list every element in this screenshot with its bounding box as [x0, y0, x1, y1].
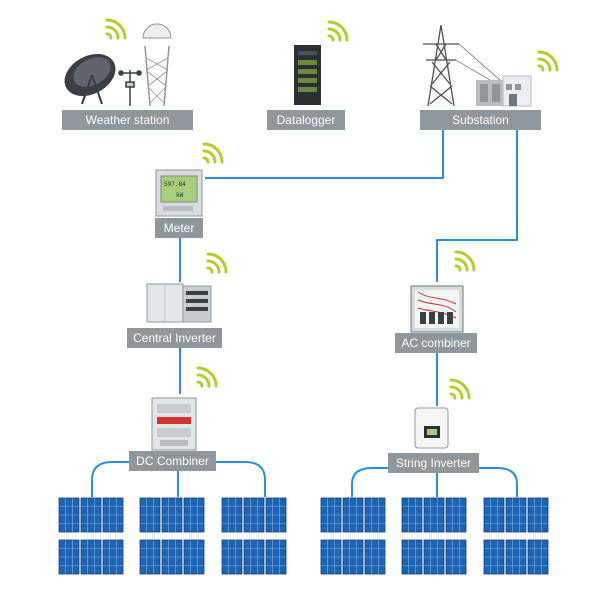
- dc-combiner: [151, 366, 218, 451]
- datalogger: [294, 20, 349, 105]
- ac-combiner-label: AC combiner: [395, 333, 477, 353]
- weather-station: [64, 18, 172, 107]
- wireless-signal-icon: [454, 250, 476, 272]
- solar-array-5: [401, 497, 467, 575]
- substation-label: Substation: [420, 110, 541, 130]
- substation-to-ac-combiner-link: [436, 128, 518, 282]
- radar-tower-icon: [142, 23, 172, 107]
- wireless-signal-icon: [196, 366, 218, 388]
- central-inverter-label: Central Inverter: [127, 328, 222, 348]
- wireless-signal-icon: [537, 50, 559, 72]
- string-inverter-label: String Inverter: [388, 453, 479, 473]
- anemometer-icon: [118, 70, 142, 106]
- central-inverter: [146, 252, 228, 323]
- solar-array-3: [221, 497, 287, 575]
- meter-reading: 597.84: [164, 181, 186, 188]
- meter-to-substation-link: [205, 128, 444, 179]
- wireless-signal-icon: [206, 252, 228, 274]
- solar-array-6: [483, 497, 549, 575]
- wireless-signal-icon: [105, 18, 127, 40]
- wireless-signal-icon: [449, 378, 471, 400]
- satellite-dish-icon: [64, 53, 116, 105]
- meter-label: Meter: [155, 218, 203, 238]
- meter: 597.84 kW: [155, 142, 224, 217]
- datalogger-label: Datalogger: [267, 110, 345, 130]
- solar-array-2: [139, 497, 205, 575]
- substation: [423, 24, 559, 107]
- string-inverter: [414, 378, 471, 449]
- dc-combiner-label: DC Combiner: [129, 451, 216, 471]
- meter-unit: kW: [176, 192, 184, 199]
- wireless-signal-icon: [327, 20, 349, 42]
- wireless-signal-icon: [202, 142, 224, 164]
- solar-array-4: [320, 497, 386, 575]
- solar-array-1: [58, 497, 124, 575]
- weather-station-label: Weather station: [62, 110, 193, 130]
- ac-combiner: [410, 250, 476, 333]
- transmission-tower-icon: [423, 24, 501, 107]
